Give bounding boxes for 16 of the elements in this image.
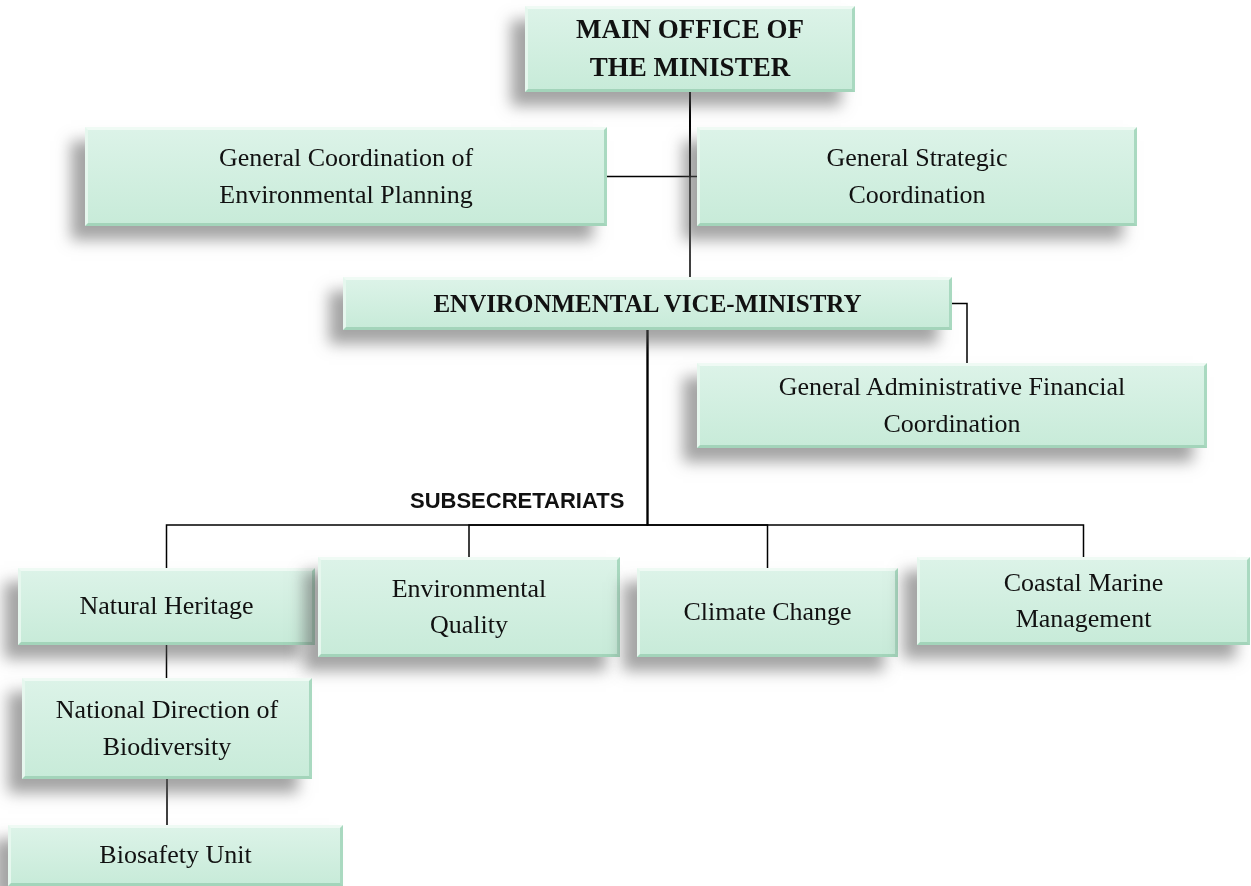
org-box: Environmental Quality (318, 557, 620, 657)
org-box: Natural Heritage (18, 568, 315, 645)
org-box: ENVIRONMENTAL VICE-MINISTRY (343, 277, 952, 330)
org-box: Climate Change (637, 568, 898, 657)
org-box: National Direction of Biodiversity (22, 678, 312, 779)
connector-line (646, 329, 1085, 558)
org-box: General Coordination of Environmental Planning (85, 127, 607, 226)
org-box: Coastal Marine Management (917, 557, 1250, 645)
org-box: MAIN OFFICE OF THE MINISTER (525, 6, 855, 92)
connector-line (689, 91, 691, 278)
org-box: General Strategic Coordination (697, 127, 1137, 226)
org-box: General Administrative Financial Coordination (697, 363, 1207, 448)
connector-line (165, 644, 168, 679)
connector-line (951, 302, 968, 364)
org-box: Biosafety Unit (8, 825, 343, 886)
connector-line (166, 778, 168, 826)
